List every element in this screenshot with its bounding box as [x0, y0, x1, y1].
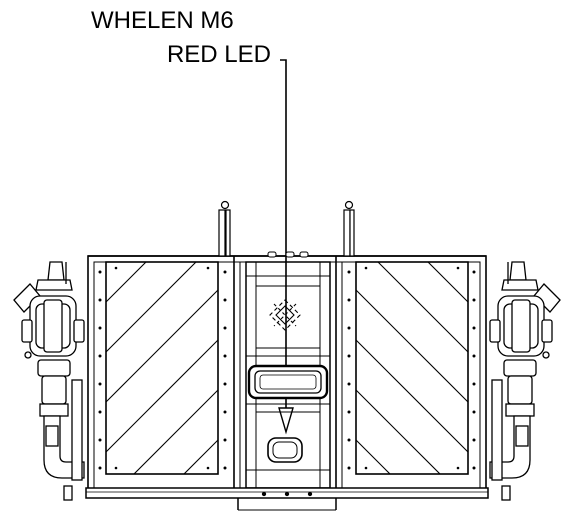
door-emblem: [269, 299, 301, 331]
door-handle: [267, 437, 303, 463]
callout-leader-line: [280, 59, 287, 412]
left-side-fixture: [13, 261, 85, 501]
right-hatched-panel: [355, 261, 469, 475]
callout-arrowhead: [278, 407, 294, 435]
right-side-fixture: [489, 261, 561, 501]
panel-rivets: [98, 266, 476, 470]
rear-bumper: [85, 487, 489, 511]
roof-posts: [218, 200, 355, 257]
callout-label-line1: WHELEN M6: [91, 7, 234, 34]
red-led-light: [247, 364, 329, 400]
door-top-bumps: [267, 251, 309, 258]
left-hatched-panel: [105, 261, 219, 475]
callout-label-line2: RED LED: [166, 41, 271, 68]
